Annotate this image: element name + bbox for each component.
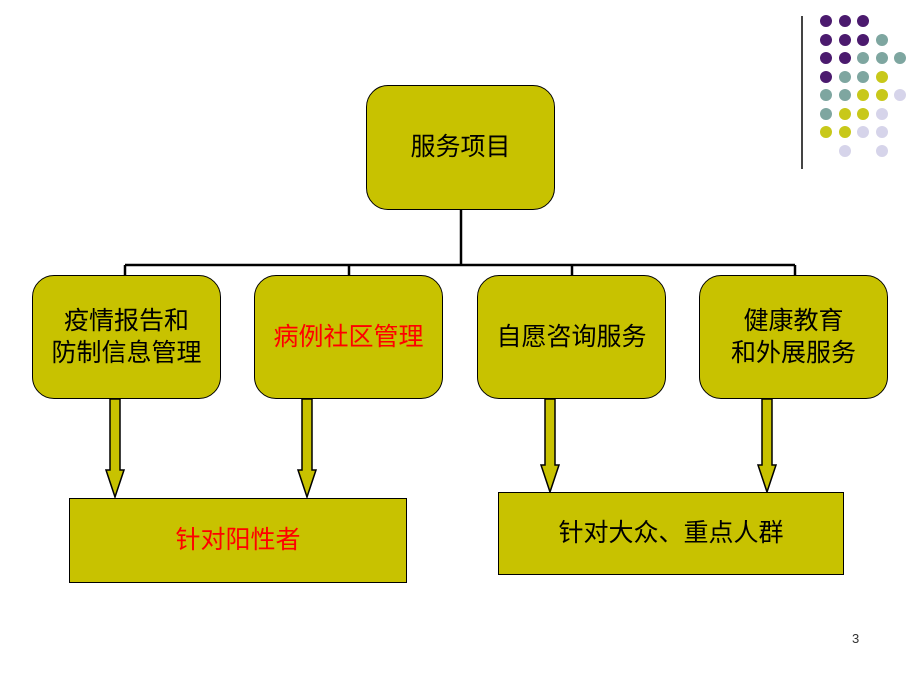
service-node-voluntary-counseling: 自愿咨询服务 xyxy=(477,275,666,399)
decorative-dot xyxy=(857,126,869,138)
decorative-dot xyxy=(838,52,851,64)
decorative-dot xyxy=(875,144,888,157)
service-label-line: 健康教育 xyxy=(743,305,844,335)
arrow-1 xyxy=(104,398,126,500)
service-label-line: 疫情报告和 xyxy=(63,305,189,335)
decorative-dot xyxy=(875,89,888,101)
decorative-dot xyxy=(857,89,869,101)
root-node: 服务项目 xyxy=(366,85,555,210)
decorative-dot xyxy=(838,107,851,120)
decorative-dot xyxy=(838,126,851,138)
target-label: 针对阳性者 xyxy=(175,525,301,555)
decorative-dot xyxy=(820,33,832,46)
service-label-line: 病例社区管理 xyxy=(273,321,424,351)
decorative-dot xyxy=(838,144,851,157)
decorative-dot xyxy=(838,33,851,46)
root-label: 服务项目 xyxy=(410,132,511,162)
decorative-divider-line xyxy=(801,16,803,169)
arrow-2 xyxy=(296,398,318,500)
decorative-dot xyxy=(820,52,832,64)
decorative-dot xyxy=(857,70,869,83)
decorative-dot xyxy=(838,89,851,101)
arrow-3 xyxy=(539,398,561,495)
decorative-dot xyxy=(820,107,832,120)
target-node-positive: 针对阳性者 xyxy=(69,498,407,583)
decorative-dot xyxy=(894,52,906,64)
service-node-case-management: 病例社区管理 xyxy=(254,275,443,399)
service-node-epidemic-reporting: 疫情报告和 防制信息管理 xyxy=(32,275,221,399)
decorative-dot xyxy=(875,70,888,83)
target-label: 针对大众、重点人群 xyxy=(558,518,784,548)
page-number: 3 xyxy=(852,631,860,646)
decorative-dot xyxy=(820,15,832,27)
decorative-dot xyxy=(875,107,888,120)
decorative-dot xyxy=(875,33,888,46)
decorative-dot xyxy=(838,70,851,83)
decorative-dot xyxy=(857,15,869,27)
decorative-dot xyxy=(820,70,832,83)
service-label-line: 防制信息管理 xyxy=(51,338,202,367)
decorative-dot xyxy=(838,15,851,27)
decorative-dot xyxy=(857,107,869,120)
decorative-dot xyxy=(875,126,888,138)
decorative-dot xyxy=(857,33,869,46)
arrow-4 xyxy=(756,398,778,495)
service-node-health-education: 健康教育 和外展服务 xyxy=(699,275,888,399)
decorative-dot xyxy=(894,89,906,101)
decorative-dot xyxy=(820,89,832,101)
decorative-dot xyxy=(857,52,869,64)
decorative-dot xyxy=(820,126,832,138)
service-label-line: 和外展服务 xyxy=(730,338,856,367)
decorative-dot xyxy=(875,52,888,64)
service-label-line: 自愿咨询服务 xyxy=(496,321,647,351)
target-node-public: 针对大众、重点人群 xyxy=(498,492,844,575)
